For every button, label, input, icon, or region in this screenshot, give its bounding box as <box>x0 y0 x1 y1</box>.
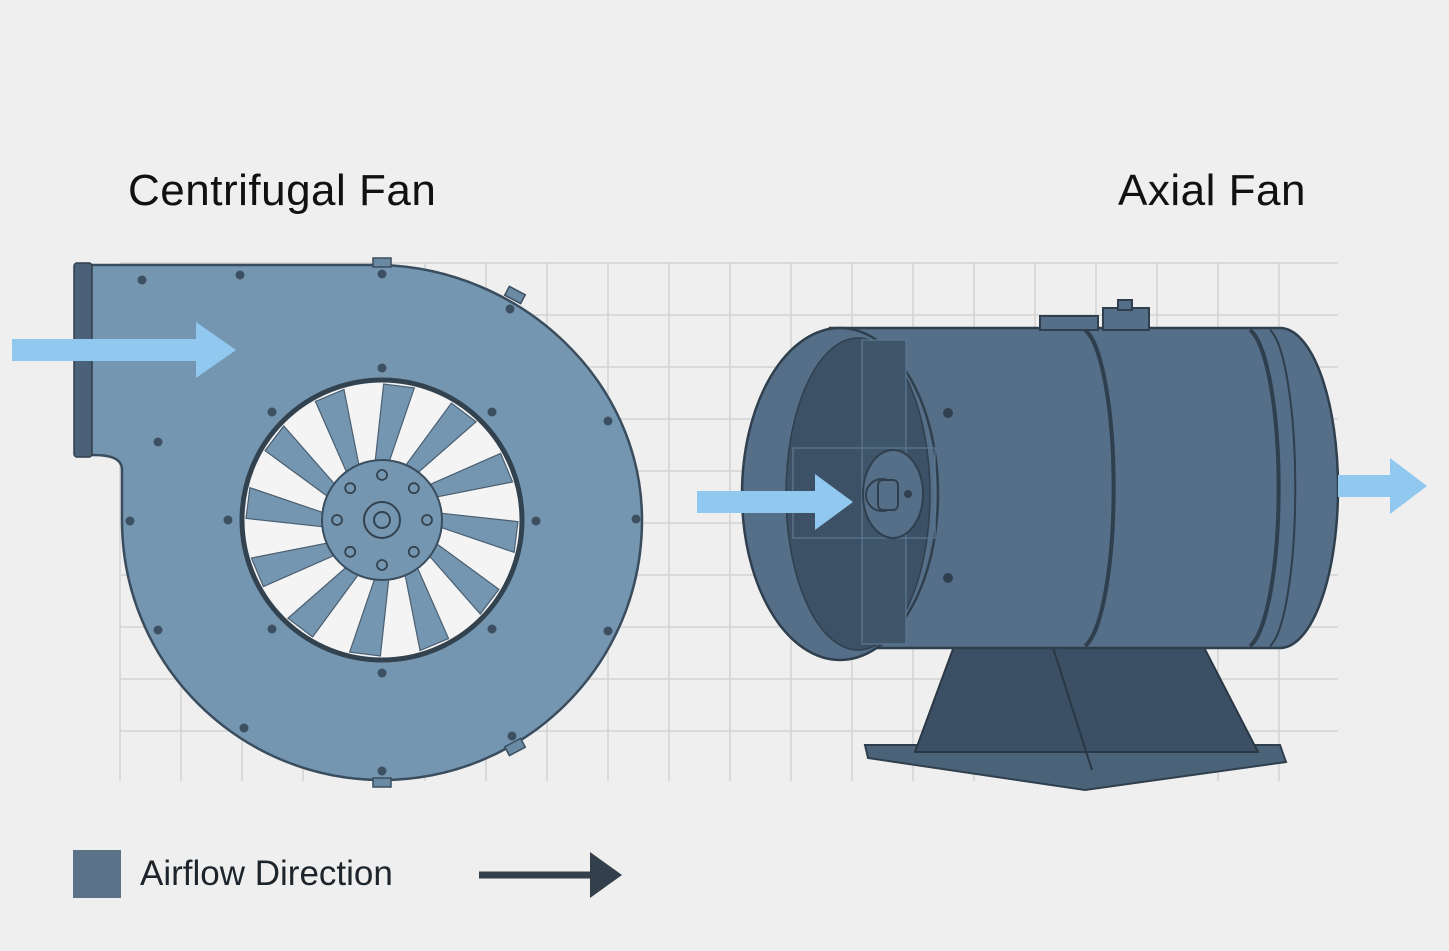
hub-bolt <box>376 559 388 571</box>
housing-bolt <box>267 624 277 634</box>
housing-tab-bottom <box>372 777 392 788</box>
axial-outlet-airflow-arrow-icon <box>1338 458 1427 514</box>
axial-inlet-airflow-arrow-icon <box>697 474 853 530</box>
housing-bolt <box>603 416 613 426</box>
housing-tab-top <box>372 257 392 268</box>
housing-tab-upper-right <box>503 285 527 305</box>
centrifugal-fan-icon <box>73 257 644 788</box>
hub-bolt <box>421 514 433 526</box>
housing-bolt <box>505 304 515 314</box>
hub-bolt <box>407 545 420 558</box>
junction-box-knob <box>1117 299 1133 311</box>
centrifugal-inlet-airflow-arrow-icon <box>12 322 236 378</box>
housing-bolt <box>603 626 613 636</box>
axial-cylinder-body <box>828 326 1340 650</box>
junction-box-cap <box>1102 307 1150 331</box>
centrifugal-fan-title: Centrifugal Fan <box>128 166 437 215</box>
housing-bolt <box>137 275 147 285</box>
axial-ring-2 <box>1248 328 1281 648</box>
housing-bolt <box>223 515 233 525</box>
motor-shaft-collar <box>877 479 899 511</box>
legend-label: Airflow Direction <box>140 854 393 893</box>
axial-fan-icon <box>740 299 1340 792</box>
axial-ring-1 <box>1083 328 1116 648</box>
axial-ring-3 <box>1269 329 1297 647</box>
motor-bolt <box>904 490 912 498</box>
pedestal-edge <box>1047 631 1093 771</box>
legend-swatch <box>73 850 121 898</box>
impeller-blades <box>245 383 519 657</box>
hub-bolt <box>407 482 420 495</box>
housing-bolt <box>377 668 387 678</box>
hub-bolts <box>331 469 433 571</box>
housing-bolt <box>235 270 245 280</box>
housing-bolt <box>377 363 387 373</box>
hub-bolt <box>331 514 343 526</box>
housing-bolt <box>125 516 135 526</box>
housing-bolt <box>487 624 497 634</box>
axial-fan-title: Axial Fan <box>1118 166 1306 215</box>
hub-bolt <box>344 482 357 495</box>
junction-box <box>1039 315 1099 331</box>
housing-bolt <box>239 723 249 733</box>
hub-bolt <box>376 469 388 481</box>
housing-bolt <box>531 516 541 526</box>
hub-center <box>373 511 391 529</box>
housing-bolt <box>267 407 277 417</box>
hub-bolt <box>344 545 357 558</box>
housing-bolt <box>153 437 163 447</box>
housing-bolt <box>631 514 641 524</box>
housing-bolt <box>377 269 387 279</box>
housing-bolt <box>487 407 497 417</box>
housing-tab-lower-right <box>503 737 527 757</box>
body-bolt-top <box>943 408 953 418</box>
legend-arrow-icon <box>479 852 622 898</box>
housing-bolts <box>125 269 641 776</box>
housing-bolt <box>507 731 517 741</box>
housing-bolt <box>153 625 163 635</box>
body-bolt-bottom <box>943 573 953 583</box>
housing-bolt <box>377 766 387 776</box>
